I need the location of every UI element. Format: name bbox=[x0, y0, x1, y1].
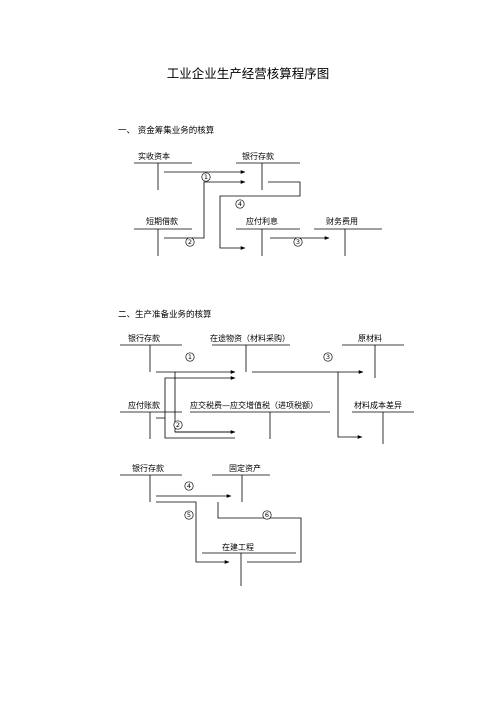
svg-text:4: 4 bbox=[187, 482, 191, 490]
account-raw-materials: 原材料 bbox=[358, 334, 382, 343]
account-materials-in-transit: 在途物资（材料采购） bbox=[210, 334, 290, 343]
t-account-interest-payable bbox=[236, 228, 300, 256]
page-title: 工业企业生产经营核算程序图 bbox=[166, 66, 330, 81]
step-1-marker: 1 bbox=[201, 172, 211, 182]
svg-text:2: 2 bbox=[188, 238, 192, 246]
flow-3-transit-to-raw-materials bbox=[252, 370, 364, 439]
step-4-marker: 4 bbox=[235, 199, 245, 209]
account-vat-input: 应交税费—应交增值税（进项税额） bbox=[190, 401, 318, 410]
section2-heading: 二、生产准备业务的核算 bbox=[118, 310, 212, 320]
t-account-construction-in-progress bbox=[202, 552, 296, 586]
step-3-marker: 3 bbox=[293, 237, 303, 247]
svg-text:2: 2 bbox=[176, 421, 180, 429]
account-bank-deposit: 银行存款 bbox=[242, 152, 274, 161]
step-6-marker-s2: 6 bbox=[262, 510, 272, 520]
account-accounts-payable: 应付账款 bbox=[128, 401, 160, 410]
flow-2-payable-to-transit bbox=[156, 376, 236, 439]
t-account-bank-deposit-2b bbox=[120, 474, 182, 502]
account-bank-deposit-2b: 银行存款 bbox=[132, 464, 164, 473]
step-3-marker-s2: 3 bbox=[323, 352, 333, 362]
step-5-marker-s2: 5 bbox=[184, 510, 194, 520]
section1-heading: 一、 资金筹集业务的核算 bbox=[118, 126, 215, 136]
step-2-marker-s2: 2 bbox=[173, 420, 183, 430]
svg-text:4: 4 bbox=[238, 200, 242, 208]
t-account-bank-deposit bbox=[236, 162, 300, 190]
step-2-marker: 2 bbox=[185, 237, 195, 247]
flow-5-bank-to-construction bbox=[156, 501, 230, 564]
t-account-financial-expense bbox=[314, 228, 382, 256]
flow-2-loan-to-bank bbox=[164, 180, 246, 239]
flow-1-bank-to-transit bbox=[156, 370, 236, 433]
svg-text:6: 6 bbox=[265, 511, 269, 519]
t-account-paid-in-capital bbox=[134, 162, 192, 190]
step-4-marker-s2: 4 bbox=[184, 481, 194, 491]
t-account-bank-deposit-2a bbox=[120, 344, 182, 372]
account-financial-expense: 财务费用 bbox=[326, 217, 358, 226]
t-account-short-term-loan bbox=[134, 228, 192, 256]
t-account-vat-input bbox=[190, 411, 330, 439]
t-account-raw-materials bbox=[342, 344, 404, 378]
t-account-accounts-payable bbox=[120, 411, 182, 439]
step-1-marker-s2: 1 bbox=[185, 352, 195, 362]
account-material-cost-variance: 材料成本差异 bbox=[354, 401, 402, 410]
svg-text:5: 5 bbox=[187, 511, 191, 519]
account-short-term-loan: 短期借款 bbox=[146, 217, 178, 226]
account-bank-deposit-2a: 银行存款 bbox=[128, 334, 160, 343]
t-account-fixed-assets bbox=[212, 474, 270, 502]
svg-text:1: 1 bbox=[204, 173, 208, 181]
flow-4-bank-to-interest bbox=[219, 181, 301, 250]
account-paid-in-capital: 实收资本 bbox=[138, 152, 170, 161]
account-interest-payable: 应付利息 bbox=[246, 217, 278, 226]
account-fixed-assets: 固定资产 bbox=[229, 464, 261, 473]
flow-6-construction-to-fixed-assets bbox=[217, 502, 302, 563]
svg-text:3: 3 bbox=[296, 238, 300, 246]
t-account-materials-in-transit bbox=[212, 344, 290, 372]
t-account-material-cost-variance bbox=[352, 411, 414, 444]
svg-text:1: 1 bbox=[188, 353, 192, 361]
svg-text:3: 3 bbox=[326, 353, 330, 361]
account-construction-in-progress: 在建工程 bbox=[222, 543, 254, 552]
